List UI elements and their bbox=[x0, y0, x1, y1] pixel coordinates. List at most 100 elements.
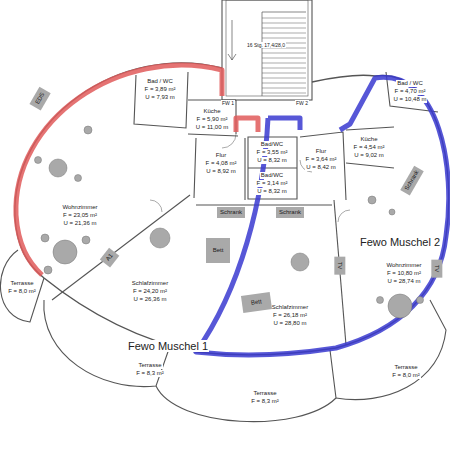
room-label: Terrasse bbox=[9, 280, 34, 287]
room-label: F = 3,89 m² bbox=[144, 86, 177, 93]
chair bbox=[75, 175, 82, 182]
chair bbox=[41, 234, 49, 242]
chair bbox=[82, 236, 90, 244]
room-label: F = 26,18 m² bbox=[272, 312, 308, 319]
apartment-1-boundary bbox=[16, 65, 222, 275]
furniture-box: Bett bbox=[206, 238, 231, 263]
apartment-name: Fewo Muschel 1 bbox=[127, 340, 209, 352]
stair-step bbox=[262, 38, 306, 39]
furniture-label: Schrank bbox=[279, 209, 301, 216]
room-label: Bad/WC bbox=[260, 172, 284, 179]
furniture-label: Bett bbox=[213, 247, 224, 254]
outer-wall bbox=[312, 75, 449, 348]
door-swing bbox=[150, 200, 162, 212]
stair-step bbox=[262, 78, 306, 79]
room-label: F = 8,3 m² bbox=[135, 370, 165, 377]
stair-step bbox=[262, 63, 306, 64]
room-label: Küche bbox=[359, 136, 378, 143]
room-label: U = 21,36 m bbox=[63, 220, 98, 227]
chair bbox=[44, 266, 52, 274]
room-label: F = 3,55 m² bbox=[256, 149, 289, 156]
chair bbox=[377, 297, 384, 304]
room-label: F = 23,05 m² bbox=[62, 212, 98, 219]
room-label: Küche bbox=[202, 108, 221, 115]
table bbox=[388, 294, 412, 318]
kitchen-wall bbox=[346, 127, 394, 168]
stair-step bbox=[262, 23, 306, 24]
room-label: U = 8,42 m bbox=[305, 164, 337, 171]
stair-step bbox=[262, 88, 306, 89]
terrace-outline bbox=[0, 250, 44, 322]
room-label: U = 10,48 m bbox=[393, 96, 428, 103]
furniture-box: EDS bbox=[29, 86, 50, 110]
hall-wall bbox=[194, 138, 245, 200]
room-label: Flur bbox=[315, 148, 327, 155]
terrace-outline bbox=[336, 300, 446, 400]
furniture-label: A1 bbox=[105, 252, 115, 262]
room-label: Bad / WC bbox=[146, 78, 174, 85]
stair-rail bbox=[262, 12, 306, 96]
furniture-label: TV bbox=[336, 261, 343, 269]
stair-step bbox=[262, 58, 306, 59]
table bbox=[53, 240, 77, 264]
room-label: U = 8,32 m bbox=[256, 157, 288, 164]
stair-arrow bbox=[228, 20, 236, 60]
room-label: FW 1 bbox=[221, 100, 235, 106]
table bbox=[150, 228, 170, 248]
room-label: F = 5,90 m² bbox=[196, 116, 229, 123]
room-label: U = 8,92 m bbox=[205, 168, 237, 175]
room-divider bbox=[196, 204, 332, 205]
furniture-box: Bett bbox=[241, 292, 272, 313]
room-label: Bad / WC bbox=[396, 80, 424, 87]
furniture-label: Bett bbox=[250, 298, 262, 306]
apartment-2-boundary bbox=[196, 77, 449, 354]
room-label: Schlafzimmer bbox=[131, 280, 169, 287]
room-label: F = 8,0 m² bbox=[391, 372, 421, 379]
room-label: U = 11,00 m bbox=[195, 124, 229, 131]
hall-wall bbox=[300, 132, 346, 200]
table bbox=[49, 159, 67, 177]
room-label: U = 8,32 m bbox=[256, 188, 288, 195]
furniture-box: Schrank bbox=[400, 165, 424, 195]
room-label: F = 3,14 m² bbox=[256, 180, 289, 187]
apartment-name: Fewo Muschel 2 bbox=[359, 236, 441, 248]
room-label: FW 2 bbox=[295, 100, 309, 106]
stair-step bbox=[262, 93, 306, 94]
stair-step bbox=[262, 18, 306, 19]
plant bbox=[389, 209, 395, 215]
outer-wall bbox=[15, 63, 222, 278]
room-label: U = 28,80 m bbox=[273, 320, 308, 327]
furniture-box: Schrank bbox=[217, 207, 245, 218]
outer-wall bbox=[44, 278, 336, 355]
plant bbox=[368, 196, 376, 204]
furniture-label: TV bbox=[433, 264, 440, 272]
room-label: Wohnzimmer bbox=[61, 204, 98, 211]
furniture-box: Schrank bbox=[276, 207, 304, 218]
room-label: Schlafzimmer bbox=[271, 304, 309, 311]
plant bbox=[84, 126, 92, 134]
room-label: Wohnzimmer bbox=[385, 262, 422, 269]
furniture-box: TV bbox=[334, 256, 345, 274]
chair bbox=[417, 297, 424, 304]
table bbox=[291, 253, 309, 271]
chair bbox=[35, 157, 42, 164]
furniture-label: Schrank bbox=[220, 209, 242, 216]
furniture-label: Schrank bbox=[403, 169, 420, 192]
furniture-box: TV bbox=[431, 259, 442, 277]
furniture-label: EDS bbox=[34, 91, 46, 105]
room-label: U = 26,36 m bbox=[133, 296, 168, 303]
door-swing bbox=[222, 134, 236, 148]
room-label: F = 8,3 m² bbox=[250, 398, 280, 405]
stair-steps bbox=[262, 18, 306, 93]
room-label: U = 28,74 m bbox=[387, 278, 422, 285]
stair-step bbox=[262, 28, 306, 29]
stair-step bbox=[262, 68, 306, 69]
room-label: F = 10,80 m² bbox=[386, 270, 422, 277]
room-label: Flur bbox=[215, 152, 227, 159]
bathroom-wall bbox=[248, 137, 297, 199]
apartment-1-boundary bbox=[236, 118, 258, 132]
stair-step bbox=[262, 33, 306, 34]
room-label: F = 3,64 m² bbox=[305, 156, 338, 163]
room-divider bbox=[52, 195, 190, 300]
room-label: Terrasse bbox=[137, 362, 162, 369]
